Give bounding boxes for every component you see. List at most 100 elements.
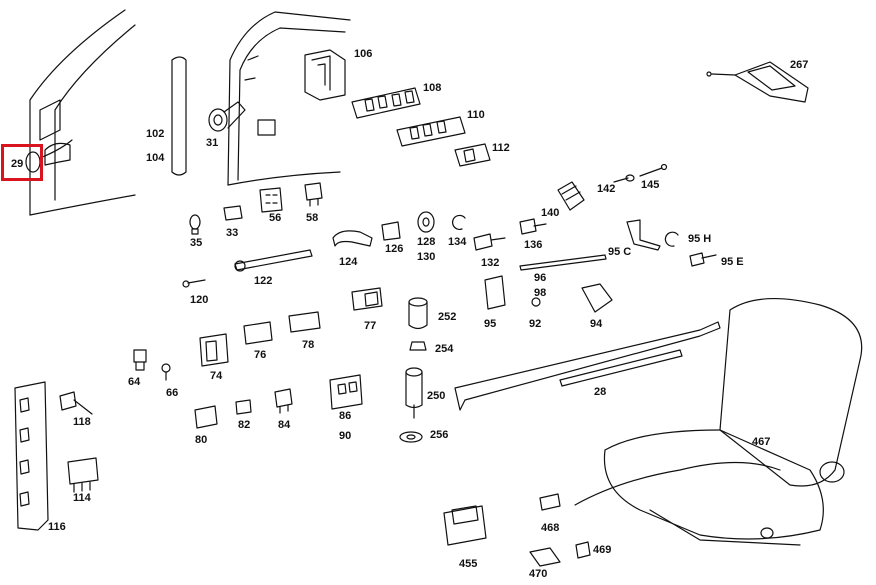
part-124 (332, 230, 373, 247)
part-252 (408, 297, 428, 330)
part-254 (409, 341, 427, 351)
callout-31[interactable]: 31 (206, 137, 219, 149)
callout-468[interactable]: 468 (541, 522, 560, 534)
part-468 (539, 493, 561, 511)
part-95c (626, 219, 661, 251)
callout-126[interactable]: 126 (385, 243, 404, 255)
callout-86[interactable]: 86 (339, 410, 352, 422)
part-114 (67, 457, 99, 493)
callout-29[interactable]: 29 (11, 158, 24, 170)
part-95h (664, 231, 679, 247)
part-140 (557, 181, 585, 211)
callout-77[interactable]: 77 (364, 320, 377, 332)
part-76 (243, 321, 273, 345)
part-56 (259, 187, 283, 213)
callout-80[interactable]: 80 (195, 434, 208, 446)
pillar-drawing (227, 11, 351, 186)
callout-134[interactable]: 134 (448, 236, 467, 248)
callout-95[interactable]: 95 (484, 318, 497, 330)
part-84 (274, 388, 293, 414)
callout-128[interactable]: 128 (417, 236, 436, 248)
callout-118[interactable]: 118 (73, 416, 91, 428)
callout-132[interactable]: 132 (481, 257, 500, 269)
part-33 (223, 205, 243, 221)
callout-254[interactable]: 254 (435, 343, 454, 355)
callout-120[interactable]: 120 (190, 294, 209, 306)
callout-90[interactable]: 90 (339, 430, 352, 442)
callout-108[interactable]: 108 (423, 82, 442, 94)
part-92 (531, 297, 541, 307)
callout-94[interactable]: 94 (590, 318, 603, 330)
callout-84[interactable]: 84 (278, 419, 291, 431)
part-122 (234, 249, 313, 272)
callout-33[interactable]: 33 (226, 227, 239, 239)
callout-136[interactable]: 136 (524, 239, 543, 251)
callout-28[interactable]: 28 (594, 386, 607, 398)
callout-267[interactable]: 267 (790, 59, 809, 71)
part-116 (14, 381, 49, 531)
part-78 (288, 311, 321, 333)
callout-95c[interactable]: 95 C (608, 246, 632, 258)
callout-64[interactable]: 64 (128, 376, 141, 388)
part-469 (575, 541, 591, 559)
callout-250[interactable]: 250 (427, 390, 446, 402)
part-134 (451, 214, 466, 231)
callout-76[interactable]: 76 (254, 349, 267, 361)
callout-35[interactable]: 35 (190, 237, 203, 249)
callout-106[interactable]: 106 (354, 48, 373, 60)
callout-58[interactable]: 58 (306, 212, 319, 224)
callout-124[interactable]: 124 (339, 256, 358, 268)
callout-95e[interactable]: 95 E (721, 256, 744, 268)
callout-252[interactable]: 252 (438, 311, 457, 323)
part-145 (639, 163, 668, 177)
callout-56[interactable]: 56 (269, 212, 282, 224)
part-267 (706, 61, 809, 103)
callout-455[interactable]: 455 (459, 558, 478, 570)
cable (574, 461, 781, 506)
callout-116[interactable]: 116 (48, 521, 66, 533)
callout-98[interactable]: 98 (534, 287, 547, 299)
callout-130[interactable]: 130 (417, 251, 436, 263)
part-250 (405, 367, 423, 419)
callout-96[interactable]: 96 (534, 272, 547, 284)
callout-470[interactable]: 470 (529, 568, 548, 580)
door-drawing (25, 9, 136, 216)
callout-92[interactable]: 92 (529, 318, 542, 330)
callout-78[interactable]: 78 (302, 339, 315, 351)
part-95 (484, 275, 506, 310)
callout-74[interactable]: 74 (210, 370, 223, 382)
callout-114[interactable]: 114 (73, 492, 91, 504)
callout-256[interactable]: 256 (430, 429, 449, 441)
part-94 (581, 283, 613, 313)
part-470 (529, 547, 561, 567)
part-58 (304, 182, 323, 207)
callout-145[interactable]: 145 (641, 179, 660, 191)
callout-469[interactable]: 469 (593, 544, 612, 556)
part-80 (194, 405, 218, 429)
callout-140[interactable]: 140 (541, 207, 560, 219)
callout-142[interactable]: 142 (597, 183, 616, 195)
callout-467[interactable]: 467 (752, 436, 771, 448)
part-110 (396, 116, 466, 147)
part-455 (443, 505, 487, 546)
callout-112[interactable]: 112 (492, 142, 510, 154)
callout-110[interactable]: 110 (467, 109, 485, 121)
callout-66[interactable]: 66 (166, 387, 179, 399)
part-142 (613, 174, 635, 183)
part-108 (351, 87, 421, 119)
part-64 (133, 349, 147, 371)
part-118 (59, 391, 93, 415)
part-128 (417, 211, 435, 233)
part-112 (454, 143, 491, 167)
part-95e (689, 252, 717, 267)
part-35 (189, 214, 201, 235)
part-256 (399, 431, 423, 443)
callout-95h[interactable]: 95 H (688, 233, 712, 245)
part-467-seat (603, 298, 863, 546)
part-66 (161, 363, 171, 381)
callout-104[interactable]: 104 (146, 152, 165, 164)
callout-82[interactable]: 82 (238, 419, 251, 431)
callout-122[interactable]: 122 (254, 275, 273, 287)
callout-102[interactable]: 102 (146, 128, 165, 140)
